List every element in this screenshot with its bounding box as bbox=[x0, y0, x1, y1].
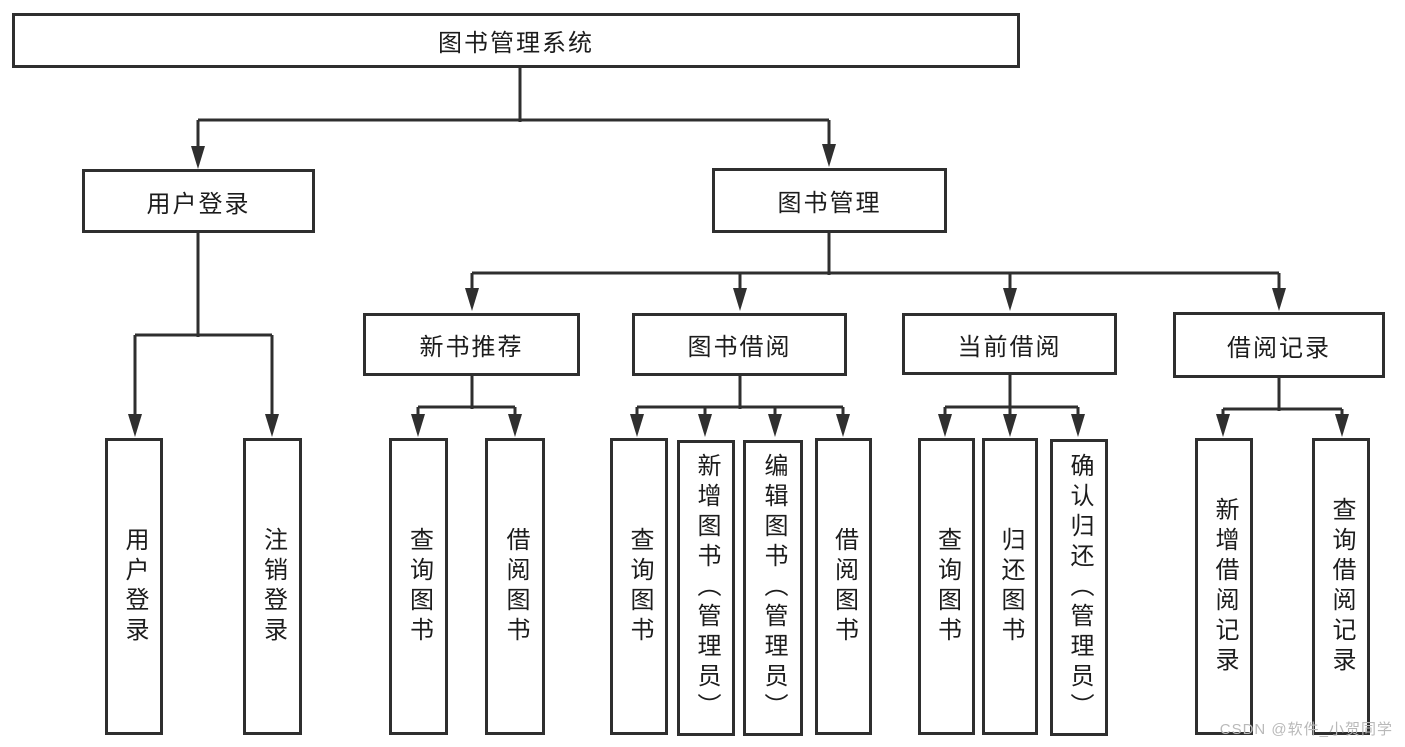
leaf-query-borrow-record-label: 查询借阅记录 bbox=[1328, 496, 1355, 677]
leaf-edit-books-admin-label: 编辑图书（管理员） bbox=[760, 453, 787, 723]
leaf-return-books: 归还图书 bbox=[982, 438, 1038, 735]
arrow-down-icon bbox=[1071, 414, 1085, 437]
leaf-logout: 注销登录 bbox=[243, 438, 302, 735]
leaf-user-login: 用户登录 bbox=[105, 438, 163, 735]
connector-book-mgmt-to-level2 bbox=[470, 233, 1281, 302]
arrow-down-icon bbox=[938, 414, 952, 437]
leaf-query-books-2-label: 查询图书 bbox=[626, 526, 653, 647]
leaf-return-books-label: 归还图书 bbox=[997, 526, 1024, 647]
arrow-down-icon bbox=[698, 414, 712, 437]
leaf-user-login-label: 用户登录 bbox=[121, 526, 148, 647]
arrow-down-icon bbox=[265, 414, 279, 437]
arrow-down-icon bbox=[733, 288, 747, 311]
arrow-down-icon bbox=[1335, 414, 1349, 437]
node-book-management-label: 图书管理 bbox=[777, 190, 882, 217]
arrow-down-icon bbox=[128, 414, 142, 437]
leaf-add-books-admin: 新增图书（管理员） bbox=[677, 440, 735, 736]
node-book-borrowing-label: 图书借阅 bbox=[687, 334, 792, 361]
arrowheads bbox=[128, 144, 1349, 437]
node-user-login: 用户登录 bbox=[82, 169, 315, 233]
arrow-down-icon bbox=[508, 414, 522, 437]
node-system-root: 图书管理系统 bbox=[12, 13, 1020, 68]
leaf-query-books-3-label: 查询图书 bbox=[933, 526, 961, 647]
node-user-login-label: 用户登录 bbox=[146, 190, 251, 218]
arrow-down-icon bbox=[1216, 414, 1230, 437]
node-borrow-records: 借阅记录 bbox=[1173, 312, 1385, 378]
arrow-down-icon bbox=[768, 414, 782, 437]
leaf-confirm-return-admin-label: 确认归还（管理员） bbox=[1066, 452, 1093, 723]
arrow-down-icon bbox=[1003, 288, 1017, 311]
leaf-borrow-books-1-label: 借阅图书 bbox=[502, 526, 529, 647]
leaf-borrow-books-2: 借阅图书 bbox=[815, 438, 872, 735]
node-new-book-recommend: 新书推荐 bbox=[363, 313, 580, 376]
connector-new-book-children bbox=[416, 376, 517, 428]
leaf-logout-label: 注销登录 bbox=[259, 526, 287, 647]
arrow-down-icon bbox=[465, 288, 479, 311]
arrow-down-icon bbox=[191, 146, 205, 169]
leaf-query-books-2: 查询图书 bbox=[610, 438, 668, 735]
arrow-down-icon bbox=[411, 414, 425, 437]
leaf-query-borrow-record: 查询借阅记录 bbox=[1312, 438, 1370, 735]
node-borrow-records-label: 借阅记录 bbox=[1227, 334, 1331, 362]
leaf-borrow-books-2-label: 借阅图书 bbox=[830, 526, 858, 647]
leaf-add-books-admin-label: 新增图书（管理员） bbox=[693, 453, 720, 723]
node-book-management: 图书管理 bbox=[712, 168, 947, 233]
leaf-query-books-3: 查询图书 bbox=[918, 438, 975, 735]
leaf-add-borrow-record-label: 新增借阅记录 bbox=[1211, 496, 1238, 677]
arrow-down-icon bbox=[822, 144, 836, 167]
arrow-down-icon bbox=[1272, 288, 1286, 311]
arrow-down-icon bbox=[836, 414, 850, 437]
node-new-book-recommend-label: 新书推荐 bbox=[419, 334, 524, 361]
connector-user-login-children bbox=[133, 233, 274, 428]
leaf-edit-books-admin: 编辑图书（管理员） bbox=[743, 440, 803, 736]
node-system-root-label: 图书管理系统 bbox=[438, 30, 594, 57]
connector-book-borrow-children bbox=[635, 376, 845, 428]
watermark: CSDN @软件_小贺同学 bbox=[1219, 721, 1393, 738]
leaf-borrow-books-1: 借阅图书 bbox=[485, 438, 545, 735]
arrow-down-icon bbox=[1003, 414, 1017, 437]
leaf-confirm-return-admin: 确认归还（管理员） bbox=[1050, 439, 1108, 736]
leaf-query-books-1: 查询图书 bbox=[389, 438, 448, 735]
node-current-borrowing-label: 当前借阅 bbox=[957, 333, 1062, 361]
node-current-borrowing: 当前借阅 bbox=[902, 313, 1117, 375]
leaf-add-borrow-record: 新增借阅记录 bbox=[1195, 438, 1253, 735]
connector-root-to-level1 bbox=[196, 68, 831, 160]
arrow-down-icon bbox=[630, 414, 644, 437]
node-book-borrowing: 图书借阅 bbox=[632, 313, 847, 376]
leaf-query-books-1-label: 查询图书 bbox=[405, 526, 433, 647]
connector-borrow-records-children bbox=[1221, 378, 1344, 428]
